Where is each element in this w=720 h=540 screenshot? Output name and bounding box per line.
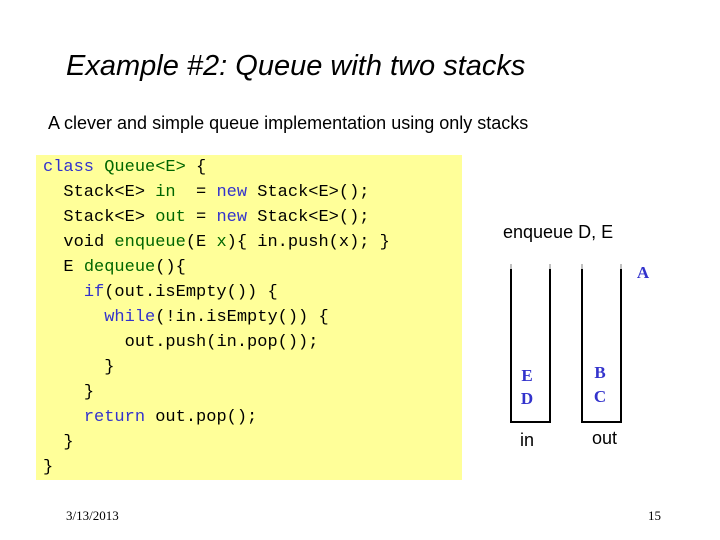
stack-out-tick-left	[581, 264, 583, 269]
incoming-element: A	[636, 263, 650, 282]
code-token: Stack<E>();	[247, 183, 370, 202]
code-token	[43, 433, 63, 452]
code-line-3: Stack<E> out = new Stack<E>();	[43, 205, 369, 230]
code-line-13: }	[43, 455, 53, 480]
code-token: E	[63, 258, 74, 277]
code-token	[94, 158, 104, 177]
code-token	[43, 183, 63, 202]
code-line-5: E dequeue(){	[43, 255, 186, 280]
code-token: new	[216, 208, 248, 227]
code-token	[145, 208, 155, 227]
code-token: class	[43, 158, 95, 177]
code-token: (!in.isEmpty()) {	[155, 308, 329, 327]
stack-out-label: out	[592, 428, 618, 448]
code-token: while	[104, 308, 156, 327]
stack-out-element: C	[593, 387, 607, 406]
footer-page-number: 15	[648, 508, 661, 523]
code-line-8: out.push(in.pop());	[43, 330, 319, 355]
code-token: in	[155, 183, 176, 202]
code-token: out	[155, 208, 186, 227]
code-token: (out.isEmpty()) {	[104, 283, 278, 302]
code-token: ){ in.push(x); }	[226, 233, 390, 252]
stack-out	[581, 266, 622, 423]
code-token: }	[104, 358, 115, 377]
code-token: x	[216, 233, 227, 252]
code-token: =	[185, 208, 217, 227]
code-token: out.push(in.pop());	[124, 333, 319, 352]
code-token: out.pop();	[145, 408, 258, 427]
code-token: Stack<E>	[63, 208, 146, 227]
code-token	[43, 383, 84, 402]
code-token	[43, 408, 84, 427]
slide-subtitle: A clever and simple queue implementation…	[48, 113, 529, 133]
code-token	[43, 283, 84, 302]
code-token	[43, 258, 63, 277]
code-token: if	[83, 283, 105, 302]
code-token: dequeue	[83, 258, 156, 277]
operation-label: enqueue D, E	[503, 222, 614, 242]
code-line-12: }	[43, 430, 74, 455]
stack-in-element: D	[520, 389, 534, 408]
code-line-10: }	[43, 380, 94, 405]
code-token	[43, 208, 63, 227]
code-line-11: return out.pop();	[43, 405, 257, 430]
code-token	[74, 258, 84, 277]
code-token: =	[175, 183, 217, 202]
stack-in-tick-right	[549, 264, 551, 269]
code-line-6: if(out.isEmpty()) {	[43, 280, 278, 305]
code-line-7: while(!in.isEmpty()) {	[43, 305, 329, 330]
code-line-2: Stack<E> in = new Stack<E>();	[43, 180, 369, 205]
code-token	[145, 183, 155, 202]
footer-date: 3/13/2013	[66, 508, 119, 523]
code-token: void	[63, 233, 105, 252]
code-token: return	[83, 408, 146, 427]
code-token	[43, 308, 104, 327]
code-token: }	[43, 458, 54, 477]
code-token: }	[63, 433, 74, 452]
code-token: Stack<E>	[63, 183, 146, 202]
stack-out-element: B	[594, 363, 606, 382]
code-line-9: }	[43, 355, 114, 380]
code-token	[43, 333, 125, 352]
code-token: new	[216, 183, 248, 202]
code-token: (){	[155, 258, 186, 277]
code-token	[43, 358, 104, 377]
code-token: (E	[185, 233, 217, 252]
stack-in-label: in	[520, 430, 535, 450]
code-token	[104, 233, 114, 252]
stack-in-tick-left	[510, 264, 512, 269]
code-line-4: void enqueue(E x){ in.push(x); }	[43, 230, 390, 255]
slide-title: Example #2: Queue with two stacks	[66, 50, 526, 82]
code-line-1: class Queue<E> {	[43, 155, 206, 180]
stack-out-tick-right	[620, 264, 622, 269]
code-token	[43, 233, 63, 252]
stack-in-element: E	[521, 366, 533, 385]
code-token: enqueue	[114, 233, 186, 252]
code-token: {	[185, 158, 207, 177]
code-token: Stack<E>();	[247, 208, 370, 227]
code-box: class Queue<E> { Stack<E> in = new Stack…	[36, 155, 462, 480]
code-token: }	[83, 383, 95, 402]
code-token: Queue<E>	[104, 158, 186, 177]
stack-in	[510, 266, 551, 423]
